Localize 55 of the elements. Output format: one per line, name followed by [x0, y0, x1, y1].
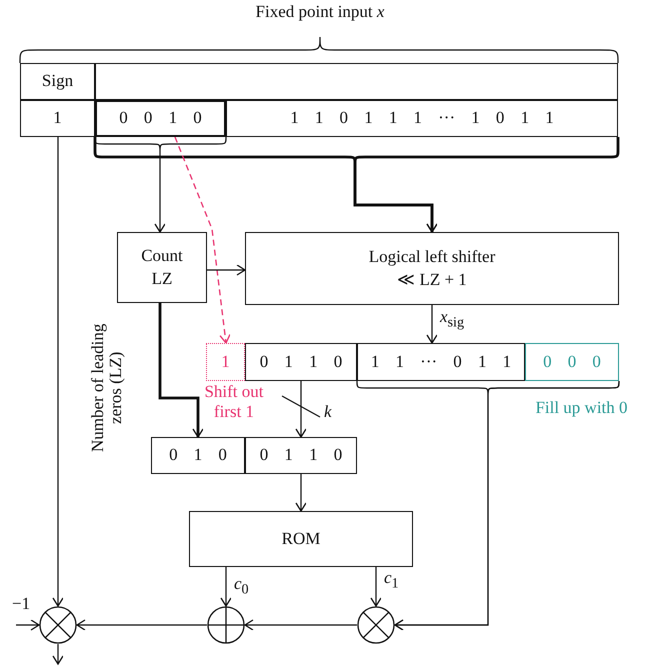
bit-values: 1 1 ··· 0 1 1 [370, 350, 512, 373]
process-block [117, 232, 207, 303]
arrow [370, 567, 382, 607]
annotation: Fill up with 0 [534, 398, 629, 418]
block-label: Count LZ [140, 244, 184, 290]
field-label: Sign [42, 70, 74, 92]
bit-values: 1 [53, 107, 62, 130]
register-field [95, 100, 226, 137]
multiplier-symbol [39, 606, 77, 644]
annotation: Shift out first 1 [203, 382, 265, 423]
arrow [16, 619, 40, 631]
title: Fixed point input x [254, 2, 386, 22]
register-field [20, 63, 95, 100]
arrow [220, 567, 232, 607]
arrow [174, 136, 231, 344]
edge-label: c$_{1}$ [384, 568, 399, 592]
arrow [426, 305, 438, 344]
register-field [245, 437, 357, 474]
bit-values: 1 1 0 1 1 1 ··· 1 0 1 1 [290, 107, 554, 130]
bit-values: 1 [221, 350, 230, 373]
register-field [357, 343, 525, 381]
bit-values: 0 1 1 0 [260, 444, 342, 466]
bit-values: 0 0 0 [543, 350, 601, 373]
register-field [151, 437, 245, 474]
arrow [154, 151, 166, 233]
multiplier-symbol [357, 606, 395, 644]
adder-symbol [207, 606, 245, 644]
register-field [95, 63, 618, 100]
arrow [158, 303, 204, 438]
arrow [76, 619, 207, 631]
register-field [20, 100, 95, 137]
process-block [245, 232, 619, 305]
bit-values: 0 1 1 0 [260, 350, 342, 373]
edge-label: c$_{0}$ [234, 574, 249, 598]
signal-label: Number of leading zeros (LZ) [89, 322, 125, 454]
arrow [244, 619, 357, 631]
shifted-bit-field [206, 343, 245, 381]
register-field [245, 343, 357, 381]
block-label: Logical left shifter [368, 246, 496, 268]
arrow [52, 137, 64, 607]
arrow [295, 474, 307, 512]
bit-values: 0 0 1 0 [119, 107, 202, 130]
arrow [52, 644, 64, 665]
register-field [226, 100, 618, 137]
process-block [189, 511, 413, 567]
edge-label: x$_{sig}$ [440, 307, 464, 332]
block-label: ROM [282, 528, 320, 550]
arrow [207, 264, 246, 276]
block-label: ≪ LZ + 1 [397, 268, 467, 290]
padding-field [525, 343, 619, 381]
edge-label: −1 [12, 594, 30, 614]
bit-values: 0 1 0 [169, 444, 227, 466]
bus-width-label: k [324, 402, 332, 422]
arrow [394, 380, 620, 631]
arrow [295, 381, 307, 438]
